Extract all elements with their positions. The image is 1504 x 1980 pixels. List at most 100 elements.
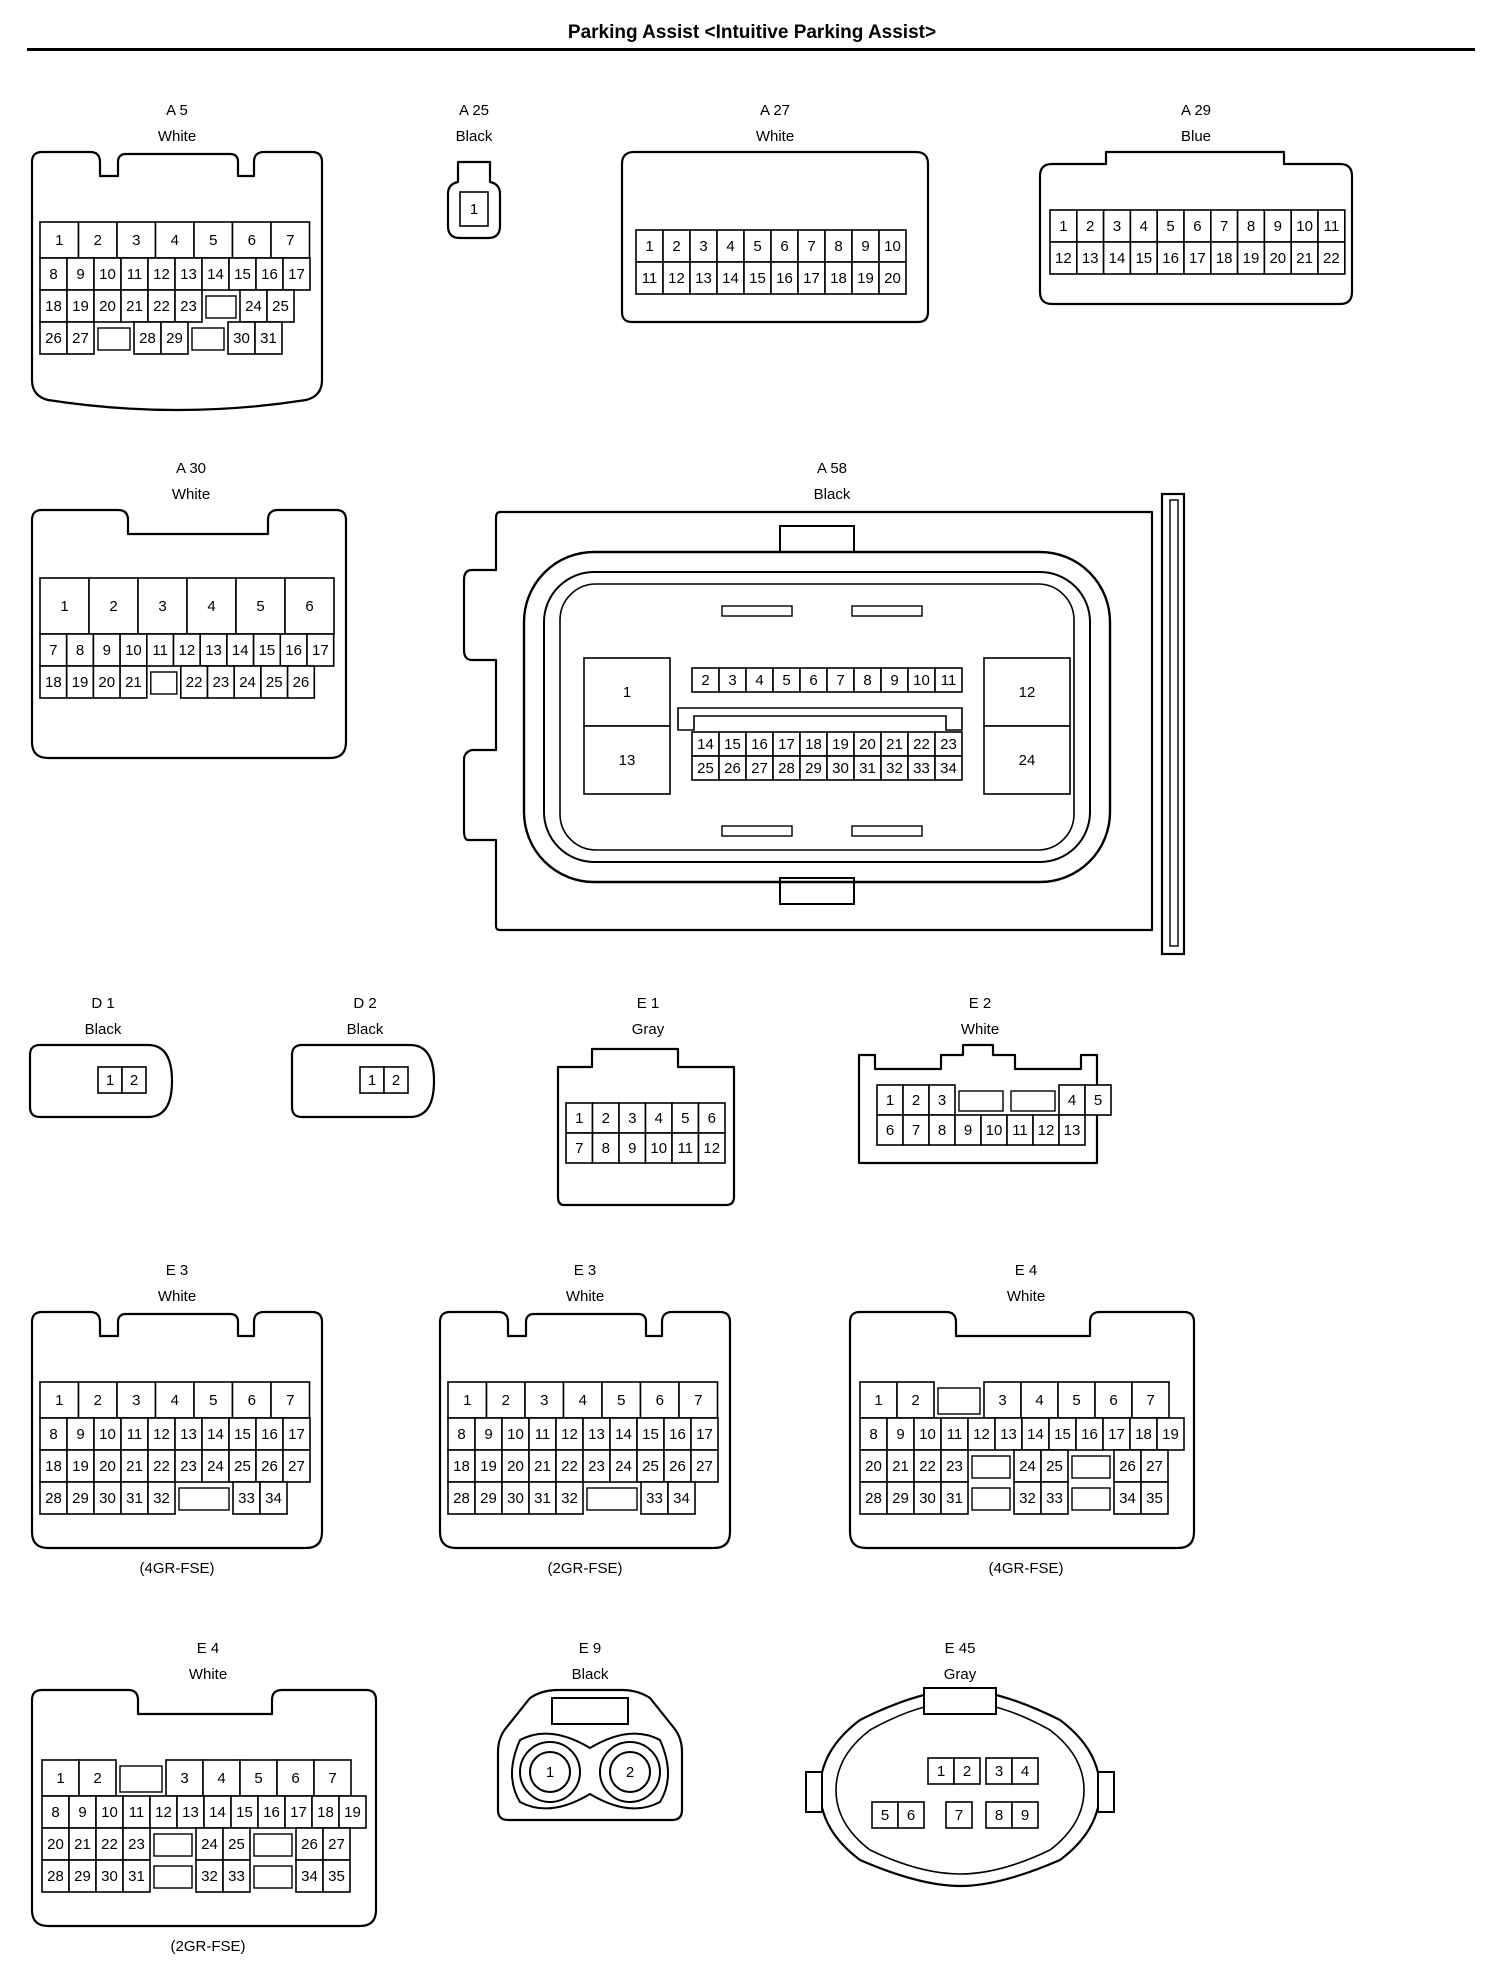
cavity-blank — [253, 1865, 293, 1889]
pin-5: 5 — [1057, 1381, 1096, 1419]
pin-number: 30 — [101, 1868, 118, 1885]
pin-number: 14 — [722, 270, 739, 287]
pin-8: 8 — [1236, 209, 1266, 243]
pin-9: 9 — [851, 229, 880, 263]
connector-color: Black — [455, 128, 493, 145]
pin-12: 12 — [662, 261, 691, 295]
pin-number: 16 — [285, 642, 302, 659]
pin-number: 16 — [263, 1804, 280, 1821]
pin-6: 6 — [876, 1114, 904, 1146]
pin-3: 3 — [524, 1381, 565, 1419]
pin-number: 19 — [480, 1458, 497, 1475]
housing-outline — [28, 1043, 174, 1119]
pin-18: 18 — [39, 665, 68, 699]
pin-33: 33 — [640, 1481, 669, 1515]
pin-number: 16 — [1162, 250, 1179, 267]
pin-5: 5 — [671, 1102, 700, 1134]
pin-18: 18 — [39, 289, 68, 323]
pin-11: 11 — [1006, 1114, 1034, 1146]
pin-number: 7 — [286, 232, 294, 249]
pin-3: 3 — [618, 1102, 647, 1134]
pin-2: 2 — [88, 577, 139, 635]
pin-number: 24 — [615, 1458, 632, 1475]
pin-number: 24 — [239, 674, 256, 691]
pin-2: 2 — [485, 1381, 526, 1419]
pin-28: 28 — [133, 321, 162, 355]
pin-14: 14 — [203, 1795, 232, 1829]
pin-1: 1 — [583, 657, 671, 727]
pin-1: 1 — [927, 1757, 955, 1785]
pin-2: 2 — [591, 1102, 620, 1134]
pin-number: 22 — [153, 1458, 170, 1475]
cavity-blank — [205, 295, 237, 319]
pin-number: 27 — [751, 760, 768, 777]
pin-23: 23 — [174, 1449, 203, 1483]
pin-12: 12 — [967, 1417, 996, 1451]
pin-number: 8 — [863, 672, 871, 689]
pin-number: 26 — [669, 1458, 686, 1475]
pin-number: 21 — [74, 1836, 91, 1853]
pin-11: 11 — [146, 633, 175, 667]
pin-number: 22 — [561, 1458, 578, 1475]
pin-8: 8 — [41, 1795, 70, 1829]
pin-24: 24 — [1013, 1449, 1042, 1483]
pin-25: 25 — [260, 665, 289, 699]
pin-12: 12 — [172, 633, 202, 667]
pin-number: 6 — [886, 1122, 894, 1139]
pin-number: 9 — [964, 1122, 972, 1139]
pin-16: 16 — [255, 1417, 284, 1451]
pin-number: 17 — [1189, 250, 1206, 267]
pin-number: 24 — [207, 1458, 224, 1475]
pin-1: 1 — [97, 1066, 123, 1094]
pin-10: 10 — [913, 1417, 942, 1451]
cavity-blank — [153, 1865, 193, 1889]
pin-number: 2 — [963, 1763, 971, 1780]
pin-number: 13 — [619, 752, 636, 769]
pin-number: 20 — [98, 674, 115, 691]
cavity-blank — [253, 1833, 293, 1857]
pin-number: 6 — [1193, 218, 1201, 235]
pin-20: 20 — [93, 289, 122, 323]
pin-1: 1 — [39, 221, 80, 259]
connector-color: White — [960, 1021, 1000, 1038]
pin-17: 17 — [690, 1417, 719, 1451]
pin-number: 13 — [205, 642, 222, 659]
pin-number: 7 — [1146, 1392, 1154, 1409]
pin-1: 1 — [876, 1084, 904, 1116]
pin-number: 19 — [72, 1458, 89, 1475]
pin-number: 24 — [1019, 752, 1036, 769]
pin-30: 30 — [93, 1481, 122, 1515]
pin-number: 26 — [1119, 1458, 1136, 1475]
pin-2: 2 — [383, 1066, 409, 1094]
pin-number: 21 — [126, 298, 143, 315]
pin-5: 5 — [743, 229, 772, 263]
pin-3: 3 — [165, 1759, 204, 1797]
pin-4: 4 — [644, 1102, 673, 1134]
pin-number: 24 — [245, 298, 262, 315]
pin-number: 25 — [266, 674, 283, 691]
engine-variant-note: (4GR-FSE) — [139, 1560, 215, 1577]
pin-2: 2 — [599, 1741, 661, 1803]
connector-code: A 25 — [458, 102, 490, 119]
pin-14: 14 — [201, 1417, 230, 1451]
pin-number: 4 — [726, 238, 734, 255]
pin-1: 1 — [635, 229, 664, 263]
pin-28: 28 — [859, 1481, 888, 1515]
connector-code: D 1 — [91, 995, 115, 1012]
pin-number: 14 — [207, 1426, 224, 1443]
pin-13: 13 — [994, 1417, 1023, 1451]
pin-8: 8 — [39, 257, 68, 291]
pin-12: 12 — [147, 257, 176, 291]
pin-number: 4 — [171, 1392, 179, 1409]
pin-number: 8 — [834, 238, 842, 255]
pin-18: 18 — [1129, 1417, 1158, 1451]
pin-number: 10 — [650, 1140, 667, 1157]
pin-number: 4 — [207, 598, 215, 615]
